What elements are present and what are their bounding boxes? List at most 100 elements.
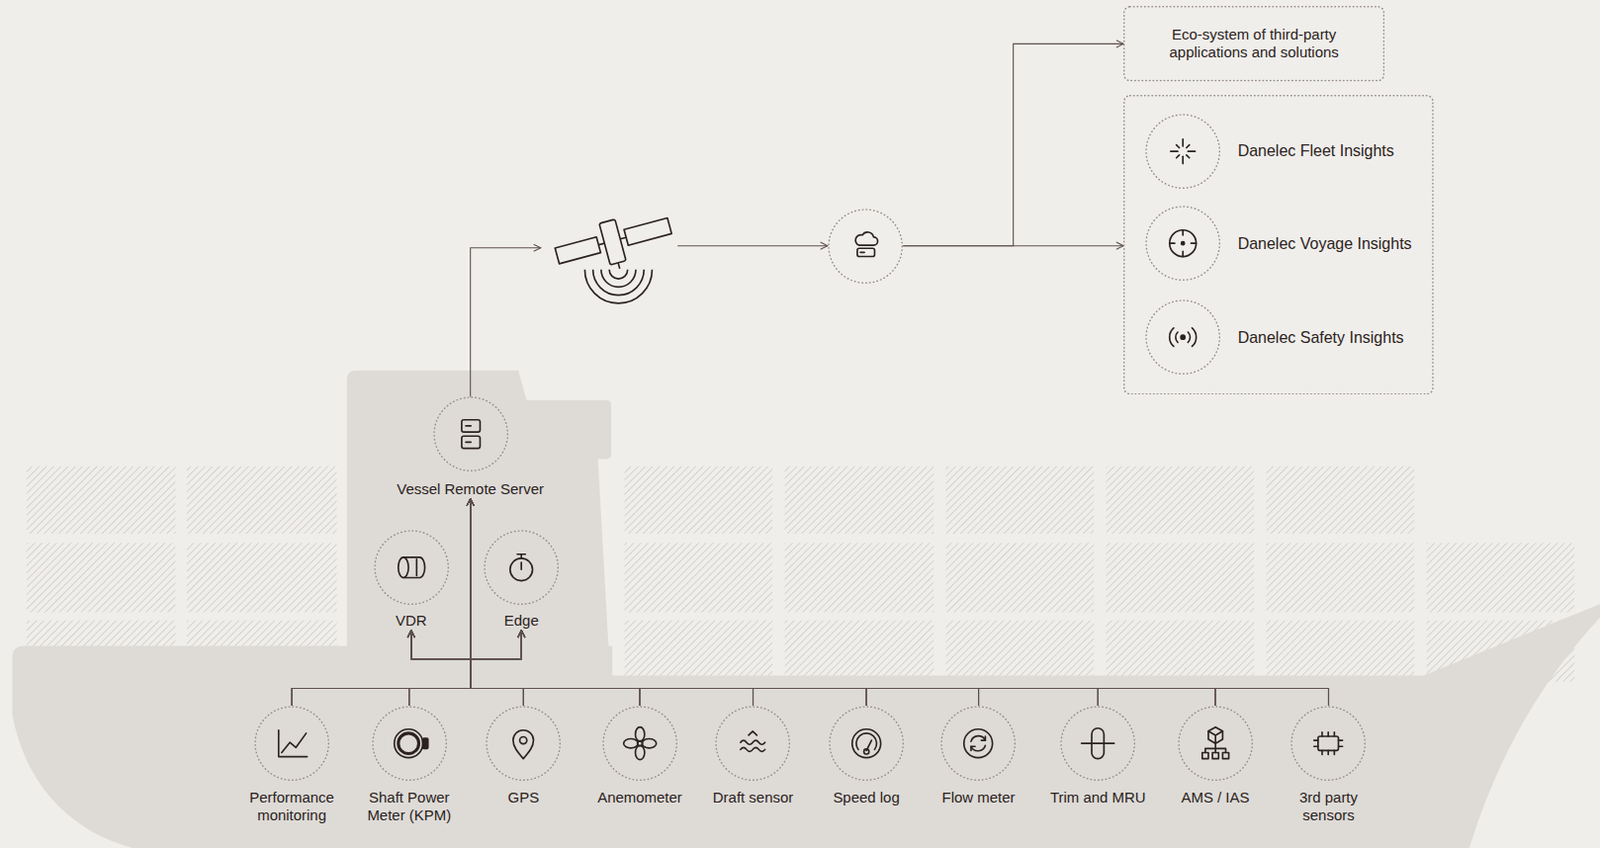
insights-group: Danelec Fleet InsightsDanelec Voyage Ins… (1123, 94, 1434, 395)
icon-stroke (278, 730, 308, 758)
icon-stroke (1187, 332, 1190, 343)
icon-circle (827, 208, 903, 284)
icon (1168, 328, 1196, 348)
sensor-node: GPS (467, 706, 581, 807)
container-stack (1106, 466, 1255, 534)
icon-stroke (964, 729, 993, 759)
icon-stroke (1169, 230, 1197, 258)
icon-circle (483, 530, 559, 606)
icon (622, 727, 656, 761)
icon-circle (433, 396, 509, 472)
icon-stroke (852, 729, 882, 759)
dotted-ring (1146, 114, 1220, 188)
icon-stroke (415, 558, 418, 576)
icon-stroke (748, 731, 757, 736)
node-label: Danelec Fleet Insights (1238, 141, 1395, 162)
dotted-frame-rect (1124, 6, 1385, 82)
container-stack (186, 542, 338, 613)
container-stack (1426, 542, 1576, 613)
icon-stroke (403, 556, 426, 578)
icon-stroke (520, 737, 528, 745)
icon-circle (371, 706, 447, 782)
solar-panel (554, 236, 601, 264)
ship-superstructure (347, 370, 612, 677)
icon-stroke (1180, 335, 1185, 340)
icon-stroke (1175, 332, 1178, 343)
dotted-ring (941, 707, 1015, 781)
icon-stroke (740, 740, 766, 745)
flow-connector (902, 43, 1124, 246)
icon-stroke (465, 426, 471, 444)
icon (397, 556, 425, 578)
icon (1314, 732, 1343, 756)
flow-connector (470, 630, 867, 707)
dotted-ring (829, 707, 903, 781)
flow-connector (291, 630, 471, 707)
container-stack (785, 621, 935, 683)
icon-stroke (520, 562, 523, 570)
node-label: Vessel Remote Server (383, 480, 557, 500)
icon-stroke (510, 557, 534, 581)
flow-connector (902, 245, 1124, 247)
icon-circle (940, 706, 1016, 782)
container-stack (785, 542, 935, 613)
ship-hull (11, 604, 1600, 848)
flow-connector (470, 499, 754, 707)
icon (1081, 728, 1115, 760)
ecosystem-box: Eco-system of third-party applications a… (1123, 5, 1385, 82)
flow-connector (470, 499, 979, 707)
icon (460, 420, 480, 449)
icon-stroke (1186, 154, 1190, 158)
satellite-strut (598, 237, 633, 272)
icon-stroke (855, 231, 878, 245)
flow-connector (470, 499, 1330, 707)
flow-connector (470, 630, 979, 707)
node-label: Draft sensor (697, 789, 810, 808)
icon-circle (828, 706, 904, 782)
icon-stroke (857, 248, 876, 257)
icon (1169, 230, 1197, 258)
node-label: Anemometer (583, 789, 697, 808)
icon-stroke (860, 251, 865, 254)
flow-connector (470, 248, 541, 398)
icon-stroke (1318, 736, 1339, 751)
icon (852, 729, 882, 759)
solar-panel (623, 217, 672, 246)
flow-connector (411, 630, 525, 707)
dotted-ring (715, 707, 790, 781)
icon-stroke (971, 746, 976, 751)
insight-node: Danelec Voyage Insights (1145, 205, 1422, 281)
icon (740, 731, 766, 753)
dotted-ring (255, 707, 329, 781)
icon-stroke (1181, 138, 1184, 146)
dotted-ring (372, 707, 446, 781)
node-label: Danelec Safety Insights (1238, 328, 1405, 349)
dotted-ring (374, 531, 448, 605)
signal-arc (593, 268, 645, 295)
flow-connector (470, 499, 525, 707)
flow-connector (470, 630, 525, 707)
dotted-ring (434, 397, 508, 471)
node-label: Trim and MRU (1042, 789, 1156, 808)
container-stack (1266, 621, 1416, 683)
icon (1170, 138, 1196, 164)
icon-stroke (1170, 150, 1178, 153)
recorder-node: VDR (370, 530, 453, 631)
container-stack (186, 466, 338, 534)
node-label: Edge (480, 612, 563, 631)
container-stack (26, 542, 177, 613)
icon-stroke (1169, 230, 1197, 258)
sensor-node: Shaft Power Meter (KPM) (353, 706, 466, 826)
container-stack (1266, 466, 1416, 534)
icon-circle (373, 530, 449, 606)
icon-stroke (971, 745, 985, 752)
icon-stroke (1175, 144, 1179, 148)
flow-connector (411, 630, 867, 707)
flow-connector (411, 630, 1098, 707)
icon-stroke (1081, 742, 1115, 745)
icon-stroke (1187, 150, 1195, 153)
flow-connector (291, 630, 522, 707)
icon (855, 231, 878, 257)
dotted-ring (1146, 206, 1220, 280)
container-stack (624, 621, 774, 683)
